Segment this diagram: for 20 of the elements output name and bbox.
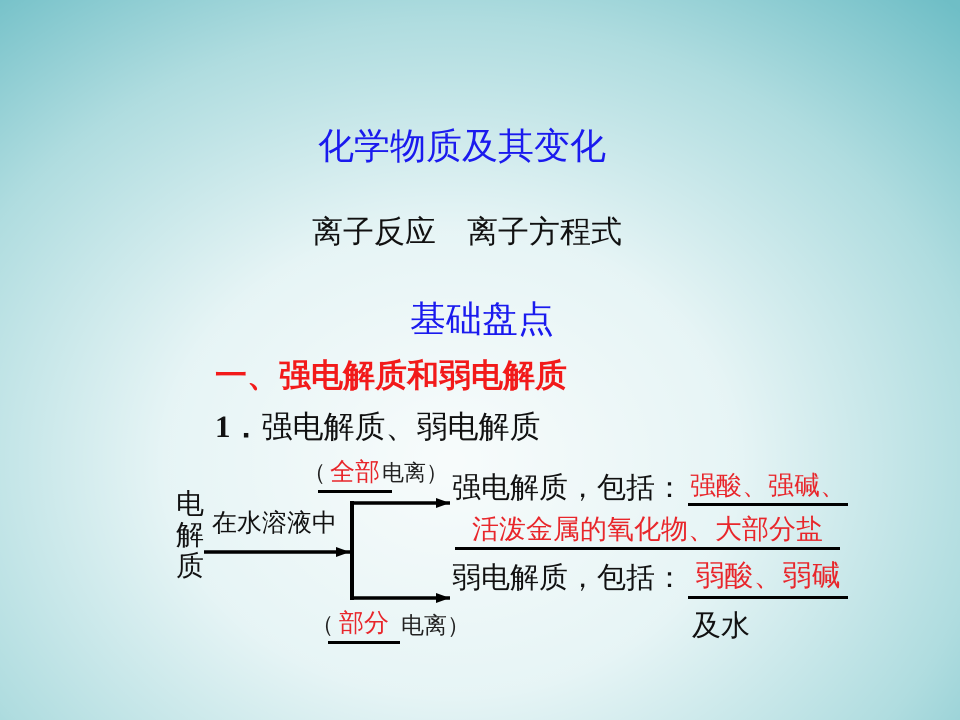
fill-in-answer: 强酸、强碱、 [688, 470, 848, 506]
vertical-label: 电解质 [176, 490, 204, 582]
fill-in-answer: 活泼金属的氧化物、大部分盐 [455, 513, 840, 550]
subtitle: 离子反应 离子方程式 [312, 213, 622, 250]
paren-text: （ [303, 459, 326, 487]
arrow [204, 547, 350, 557]
label-text: 电离） [382, 460, 448, 486]
arrow [354, 593, 450, 603]
section-heading: 一、强电解质和弱电解质 [215, 356, 567, 394]
category-text: 强电解质，包括： [452, 471, 684, 506]
title: 化学物质及其变化 [318, 125, 606, 168]
fill-in-answer: 弱酸、弱碱 [688, 559, 848, 599]
node-text: 及水 [692, 609, 750, 644]
junction-bar [350, 501, 354, 600]
category-text: 弱电解质，包括： [452, 561, 684, 596]
arrow [354, 498, 450, 508]
section-title: 基础盘点 [410, 298, 554, 341]
edge-label: 在水溶液中 [212, 509, 337, 539]
label-text: 电离） [401, 612, 470, 640]
subsection-heading: 1．强电解质、弱电解质 [215, 408, 540, 446]
